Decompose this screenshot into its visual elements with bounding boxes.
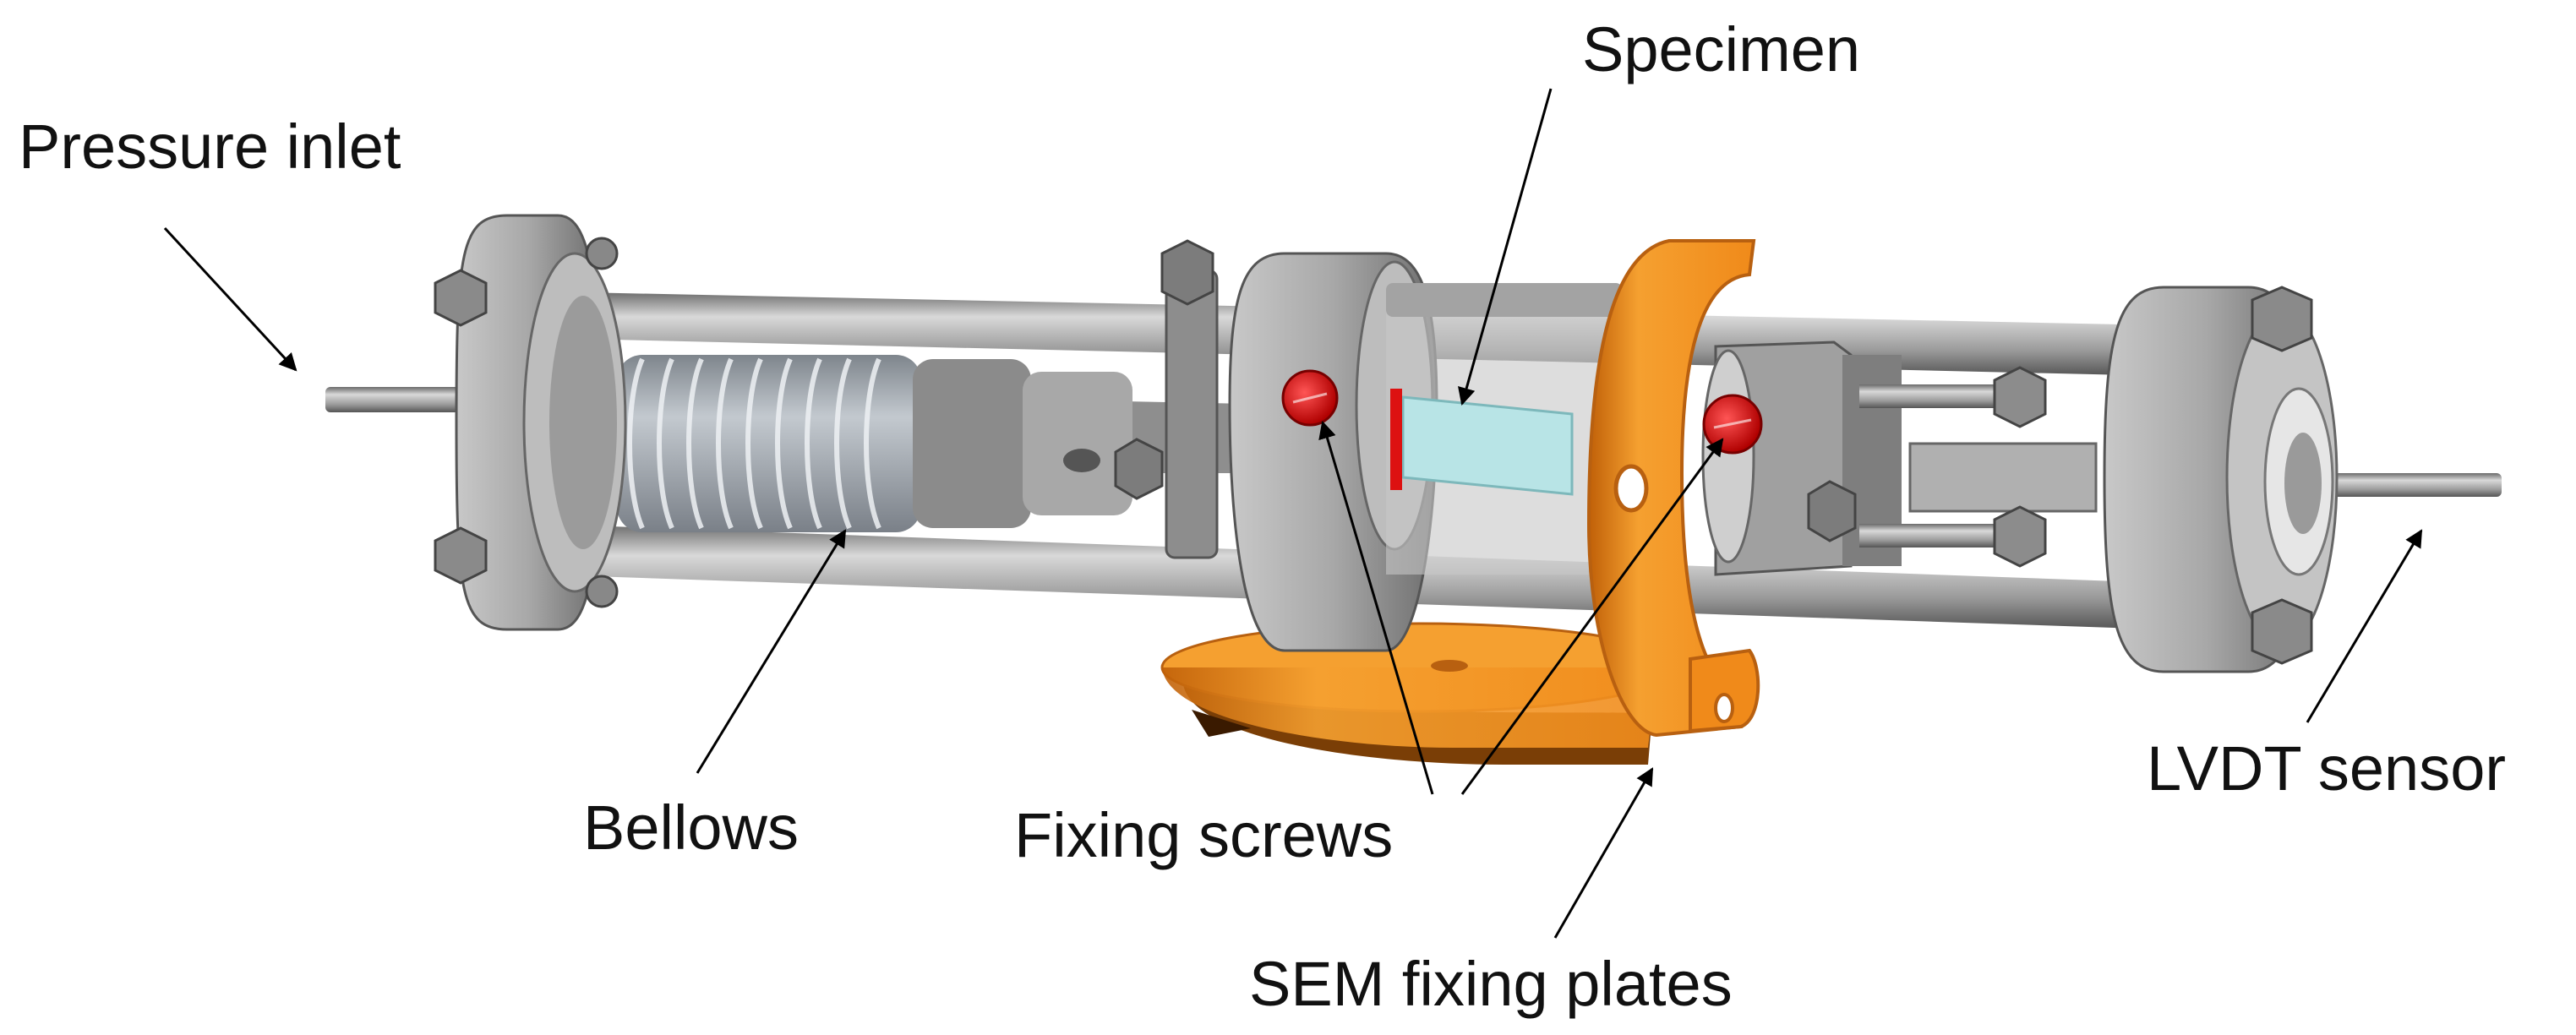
leader-screw-right: [1460, 438, 1724, 795]
specimen-zone: [1386, 283, 1623, 575]
label-bellows: Bellows: [583, 793, 799, 863]
leader-sem-plates: [1553, 767, 1654, 939]
leader-lvdt: [2306, 529, 2423, 723]
leader-pressure-inlet: [163, 226, 297, 372]
label-specimen: Specimen: [1582, 14, 1861, 84]
leader-screw-left: [1318, 420, 1434, 795]
sem-fixing-plate-ring: [1586, 239, 1760, 738]
leader-bellows: [696, 529, 847, 774]
leader-specimen: [1458, 88, 1553, 406]
label-sem-fixing-plates: SEM fixing plates: [1249, 949, 1733, 1019]
right-block: [1701, 340, 2098, 576]
pressure-inlet-tube: [325, 387, 482, 412]
middle-collar: [1114, 239, 1438, 652]
bellows-body: [617, 355, 1132, 532]
label-pressure-inlet: Pressure inlet: [19, 112, 401, 182]
right-flange: [2103, 286, 2339, 673]
label-lvdt-sensor: LVDT sensor: [2147, 733, 2506, 803]
left-flange: [434, 214, 627, 631]
label-fixing-screws: Fixing screws: [1014, 800, 1394, 870]
lvdt-tube: [2333, 473, 2502, 497]
